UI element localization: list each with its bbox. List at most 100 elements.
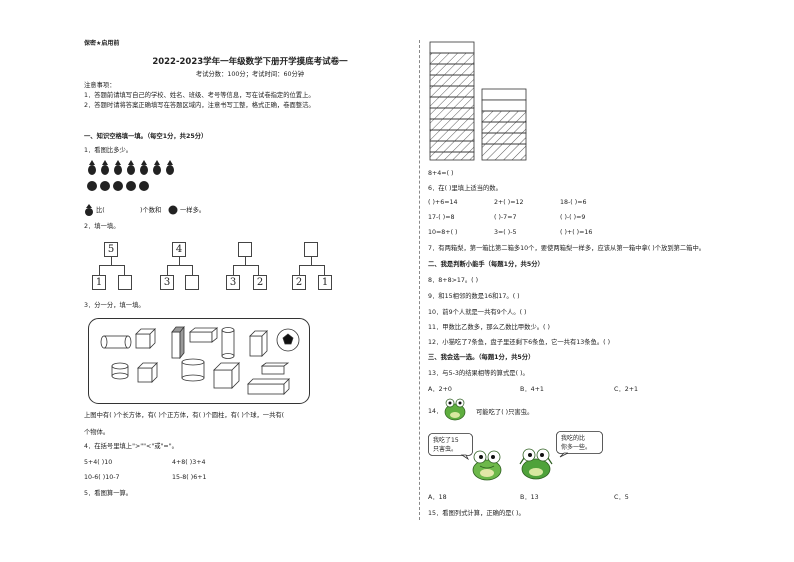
q6-item-4[interactable]: 17-( )=8 <box>428 214 455 221</box>
q6-item-1[interactable]: ( )+6=14 <box>428 199 458 206</box>
compare-1[interactable]: 5+4( )10 <box>84 459 113 466</box>
bond-1-top[interactable]: 5 <box>104 242 118 257</box>
apple-icon <box>139 181 149 191</box>
bond-2-top[interactable]: 4 <box>172 242 186 257</box>
bubble-right-line-1: 我吃的比 <box>561 435 586 442</box>
question-13: 13．与5-3的结果相等的算式是( )。 <box>428 370 529 377</box>
bubble-right-line-2: 你多一些。 <box>561 444 592 451</box>
q6-item-2[interactable]: 2+( )=12 <box>494 199 524 206</box>
q6-item-3[interactable]: 18-( )=6 <box>560 199 587 206</box>
cuboid-icon <box>260 362 290 375</box>
apple-icon <box>87 181 97 191</box>
notes-line-1: 1．答题前请填写自己的学校、姓名、班级、考号等信息，写在试卷指定的位置上。 <box>84 92 315 99</box>
question-15: 15．看图列式计算，正确的是( )。 <box>428 510 525 517</box>
bond-4-left[interactable]: 2 <box>292 275 306 290</box>
column-divider <box>419 40 420 520</box>
frog-icon <box>472 450 502 481</box>
q13-option-b[interactable]: B．4+1 <box>520 386 544 393</box>
stacked-blocks-figure <box>429 41 527 161</box>
cube-icon <box>213 362 240 389</box>
speech-bubble-left <box>428 433 473 461</box>
question-1-text-b: )个数和 <box>140 207 162 214</box>
solids-picture <box>88 318 310 404</box>
bond-2-right[interactable] <box>185 275 199 290</box>
bond-4-right[interactable]: 1 <box>318 275 332 290</box>
apple-icon <box>168 205 178 215</box>
section-3-title: 三、我会选一选。（每题1分，共5分） <box>428 354 535 361</box>
notes-heading: 注意事项： <box>84 82 116 89</box>
pineapple-icon <box>153 160 161 175</box>
question-3-line-a: 上图中有( )个长方体，有( )个正方体，有( )个圆柱，有( )个球，一共有( <box>84 412 285 419</box>
cuboid-icon <box>249 330 268 357</box>
judge-9: 9．和15相邻的数是16和17。( ) <box>428 293 520 300</box>
q6-item-6[interactable]: ( )-( )=9 <box>560 214 586 221</box>
q6-item-9[interactable]: ( )+( )=16 <box>560 229 593 236</box>
apple-icon <box>126 181 136 191</box>
bond-3-top[interactable] <box>238 242 252 257</box>
question-14-label: 14． <box>428 408 443 415</box>
bond-1-left[interactable]: 1 <box>92 275 106 290</box>
cylinder-icon <box>100 335 132 349</box>
pineapple-icon <box>88 160 96 175</box>
question-1-text-a: 比( <box>96 207 105 214</box>
cylinder-icon <box>111 362 129 380</box>
apple-icon <box>100 181 110 191</box>
q13-option-c[interactable]: C．2+1 <box>614 386 638 393</box>
q6-item-8[interactable]: 3=( )-5 <box>494 229 517 236</box>
page-title: 2022-2023学年一年级数学下册开学摸底考试卷一 <box>152 57 348 67</box>
judge-10: 10．前9个人就是一共有9个人。( ) <box>428 309 527 316</box>
bubble-left-line-1: 我吃了15 <box>433 437 459 444</box>
cuboid-icon <box>188 327 219 343</box>
pineapple-icon <box>101 160 109 175</box>
bond-2-left[interactable]: 3 <box>160 275 174 290</box>
bond-3-left[interactable]: 3 <box>226 275 240 290</box>
frog-icon <box>519 448 553 480</box>
cuboid-icon <box>171 325 185 360</box>
cuboid-icon <box>247 378 290 395</box>
q6-item-5[interactable]: ( )-7=7 <box>494 214 517 221</box>
cube-icon <box>135 328 156 349</box>
speech-bubble-right <box>556 431 603 458</box>
question-3-line-b: 个物体。 <box>84 429 110 436</box>
bond-1-right[interactable] <box>118 275 132 290</box>
cylinder-icon <box>221 327 235 359</box>
pineapple-row <box>88 160 174 175</box>
frog-icon <box>444 398 466 421</box>
question-14-prompt: 可能吃了( )只害虫。 <box>476 409 534 416</box>
bond-3-right[interactable]: 2 <box>253 275 267 290</box>
question-6-label: 6．在( )里填上适当的数。 <box>428 185 502 192</box>
exam-meta: 考试分数：100分；考试时间：60分钟 <box>195 71 305 78</box>
q14-option-a[interactable]: A．18 <box>428 494 447 501</box>
apple-icon <box>113 181 123 191</box>
ball-icon <box>276 328 300 352</box>
pineapple-icon <box>85 204 93 216</box>
q14-option-c[interactable]: C．5 <box>614 494 629 501</box>
compare-2[interactable]: 4+8( )3+4 <box>172 459 206 466</box>
question-1-text-c: 一样多。 <box>180 207 206 214</box>
compare-4[interactable]: 15-8( )6+1 <box>172 474 207 481</box>
question-2-label: 2．填一填。 <box>84 223 120 230</box>
cube-icon <box>137 362 158 383</box>
section-2-title: 二、我是判断小能手（每题1分，共5分） <box>428 261 544 268</box>
question-5-equation[interactable]: 8+4=( ) <box>428 170 454 177</box>
judge-8: 8．8+8>17。( ) <box>428 277 479 284</box>
pineapple-icon <box>166 160 174 175</box>
confidential-mark: 保密★启用前 <box>84 40 120 47</box>
q14-option-b[interactable]: B．13 <box>520 494 539 501</box>
question-5-label: 5．看图算一算。 <box>84 490 133 497</box>
question-4-label: 4．在括号里填上">""<"或"="。 <box>84 443 178 450</box>
q6-item-7[interactable]: 10=8+( ) <box>428 229 458 236</box>
bubble-left-line-2: 只害虫。 <box>433 446 458 453</box>
section-1-title: 一、知识空格填一填。（每空1分，共25分） <box>84 133 208 140</box>
pineapple-icon <box>114 160 122 175</box>
notes-line-2: 2．答题时请将答案正确填写在答题区域内，注意书写工整，格式正确，卷面整洁。 <box>84 102 315 109</box>
apple-row <box>87 181 149 191</box>
cylinder-icon <box>181 358 205 382</box>
judge-11: 11．甲数比乙数多，那么乙数比甲数少。( ) <box>428 324 550 331</box>
question-7: 7．有两箱梨，第一箱比第二箱多10个，要使两箱梨一样多，应该从第一箱中拿( )个… <box>428 245 706 252</box>
bond-4-top[interactable] <box>304 242 318 257</box>
question-3-label: 3．分一分，填一填。 <box>84 302 145 309</box>
q13-option-a[interactable]: A．2+0 <box>428 386 452 393</box>
compare-3[interactable]: 10-6( )10-7 <box>84 474 120 481</box>
question-1-label: 1．看图比多少。 <box>84 147 133 154</box>
